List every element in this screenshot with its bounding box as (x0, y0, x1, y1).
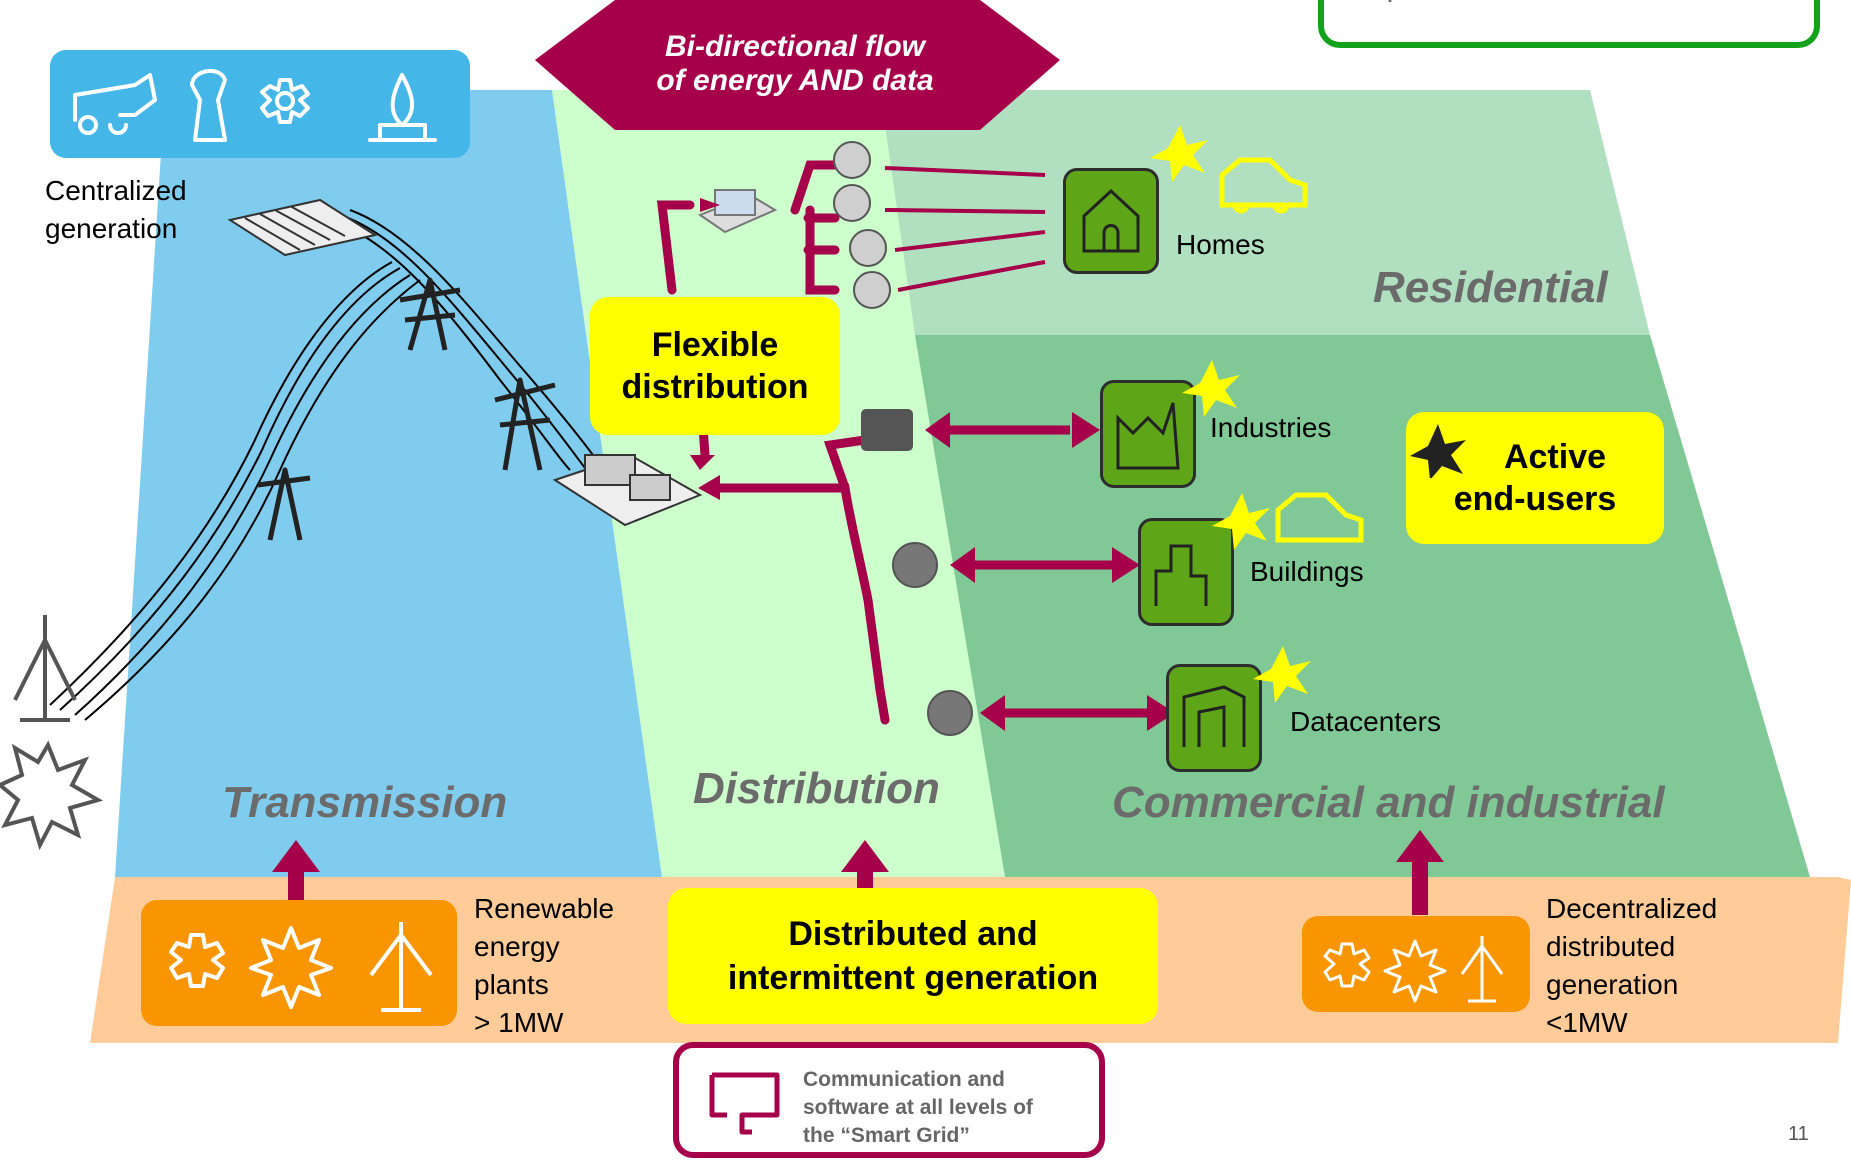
cannon-icon (73, 73, 157, 135)
buildings-car-icon (1275, 492, 1364, 543)
consumer-arrowheads (925, 412, 1175, 731)
buildings-icon (1138, 518, 1234, 626)
bidirectional-flow-title: Bi-directional flow of energy AND data (600, 30, 990, 98)
buildings-label: Buildings (1250, 556, 1364, 587)
renewable-sun-icon (249, 926, 333, 1009)
active-line-2: end-users (1453, 480, 1617, 518)
decentralized-icons-box (1302, 916, 1530, 1012)
communication-box: Communication and software at all levels… (673, 1042, 1105, 1158)
decentralized-line-4: <1MW (1546, 1007, 1628, 1038)
communication-line-3: the “Smart Grid” (803, 1124, 970, 1147)
industries-star-icon (1182, 360, 1240, 417)
transmission-lines (49, 209, 601, 721)
distribution-title: Distribution (693, 764, 940, 813)
datacenters-label: Datacenters (1290, 706, 1441, 737)
central-icons-svg (73, 69, 437, 142)
banner-line-1: Bi-directional flow (664, 30, 925, 63)
decentralized-line-1: Decentralized (1546, 893, 1718, 924)
trunk-arrowheads (690, 198, 720, 500)
decentralized-line-2: distributed (1546, 931, 1676, 962)
banner-line-2: of energy AND data (656, 64, 934, 97)
consumer-arrows (884, 166, 1046, 292)
bidirectional-banner (535, 0, 1060, 130)
page-number: 11 (1788, 1123, 1809, 1145)
renewable-gear-icon (169, 933, 225, 988)
decentralized-label: Decentralized distributed generation <1M… (1546, 890, 1717, 1042)
pylons (257, 277, 556, 541)
renewable-line-1: Renewable (474, 893, 615, 924)
optimisation-text: optimisation (1370, 0, 1530, 4)
transformer-drawing (697, 189, 778, 234)
centralized-line-1: Centralized (45, 175, 187, 206)
flexible-distribution-box: Flexible distribution (590, 297, 840, 435)
power-plant-drawing (227, 198, 378, 257)
industries-icon (1100, 380, 1196, 488)
renewable-line-3: plants (474, 969, 549, 1000)
left-sun-icon (0, 740, 104, 851)
communication-text: Communication and software at all levels… (803, 1066, 1033, 1150)
homes-icon (1063, 168, 1159, 274)
monitor-icon (709, 1072, 780, 1135)
centralized-generation-label: Centralized generation (45, 172, 187, 248)
homes-car-icon (1219, 157, 1308, 214)
flame-icon (368, 73, 437, 142)
renewable-plants-label: Renewable energy plants > 1MW (474, 890, 614, 1042)
substation-drawing (552, 453, 703, 527)
active-line-1: Active (1503, 438, 1607, 476)
residential-title: Residential (1373, 263, 1608, 312)
centralized-generation-icons (50, 50, 470, 158)
renewable-line-4: > 1MW (474, 1007, 564, 1038)
active-star-icon (1410, 424, 1466, 478)
decentralized-line-3: generation (1546, 969, 1679, 1000)
left-wind-turbine-icon (13, 615, 77, 722)
centralized-line-2: generation (45, 213, 178, 244)
distributed-generation-box: Distributed and intermittent generation (668, 888, 1158, 1024)
decentralized-wind-icon (1460, 936, 1504, 1003)
homes-star-icon (1150, 125, 1208, 182)
flexible-line-2: distribution (621, 368, 809, 406)
decentralized-icons-svg (1323, 936, 1504, 1003)
renewable-icons-svg (169, 922, 433, 1012)
renewable-icons-box (141, 900, 457, 1026)
buildings-star-icon (1212, 493, 1270, 550)
communication-line-1: Communication and (803, 1068, 1005, 1091)
consumer-big-arrows (940, 425, 1150, 718)
transmission-zone (115, 90, 662, 877)
optimisation-box: optimisation (1318, 0, 1820, 48)
flexible-line-1: Flexible (651, 326, 779, 364)
transmission-title: Transmission (222, 778, 508, 827)
datacenters-star-icon (1253, 646, 1311, 703)
commercial-title: Commercial and industrial (1112, 778, 1665, 827)
meters (833, 141, 973, 736)
renewable-wind-icon (369, 922, 433, 1012)
decentralized-sun-icon (1383, 939, 1447, 1003)
gear-icon (260, 78, 310, 124)
decentralized-gear-icon (1323, 942, 1371, 988)
renewable-line-2: energy (474, 931, 560, 962)
communication-line-2: software at all levels of (803, 1096, 1033, 1119)
distributed-line-2: intermittent generation (727, 959, 1099, 997)
homes-label: Homes (1176, 229, 1265, 260)
cooling-tower-icon (190, 69, 227, 142)
datacenters-icon (1166, 664, 1262, 772)
active-end-users-box: Active end-users (1406, 412, 1664, 544)
industries-label: Industries (1210, 412, 1332, 443)
distributed-line-1: Distributed and (788, 915, 1038, 953)
